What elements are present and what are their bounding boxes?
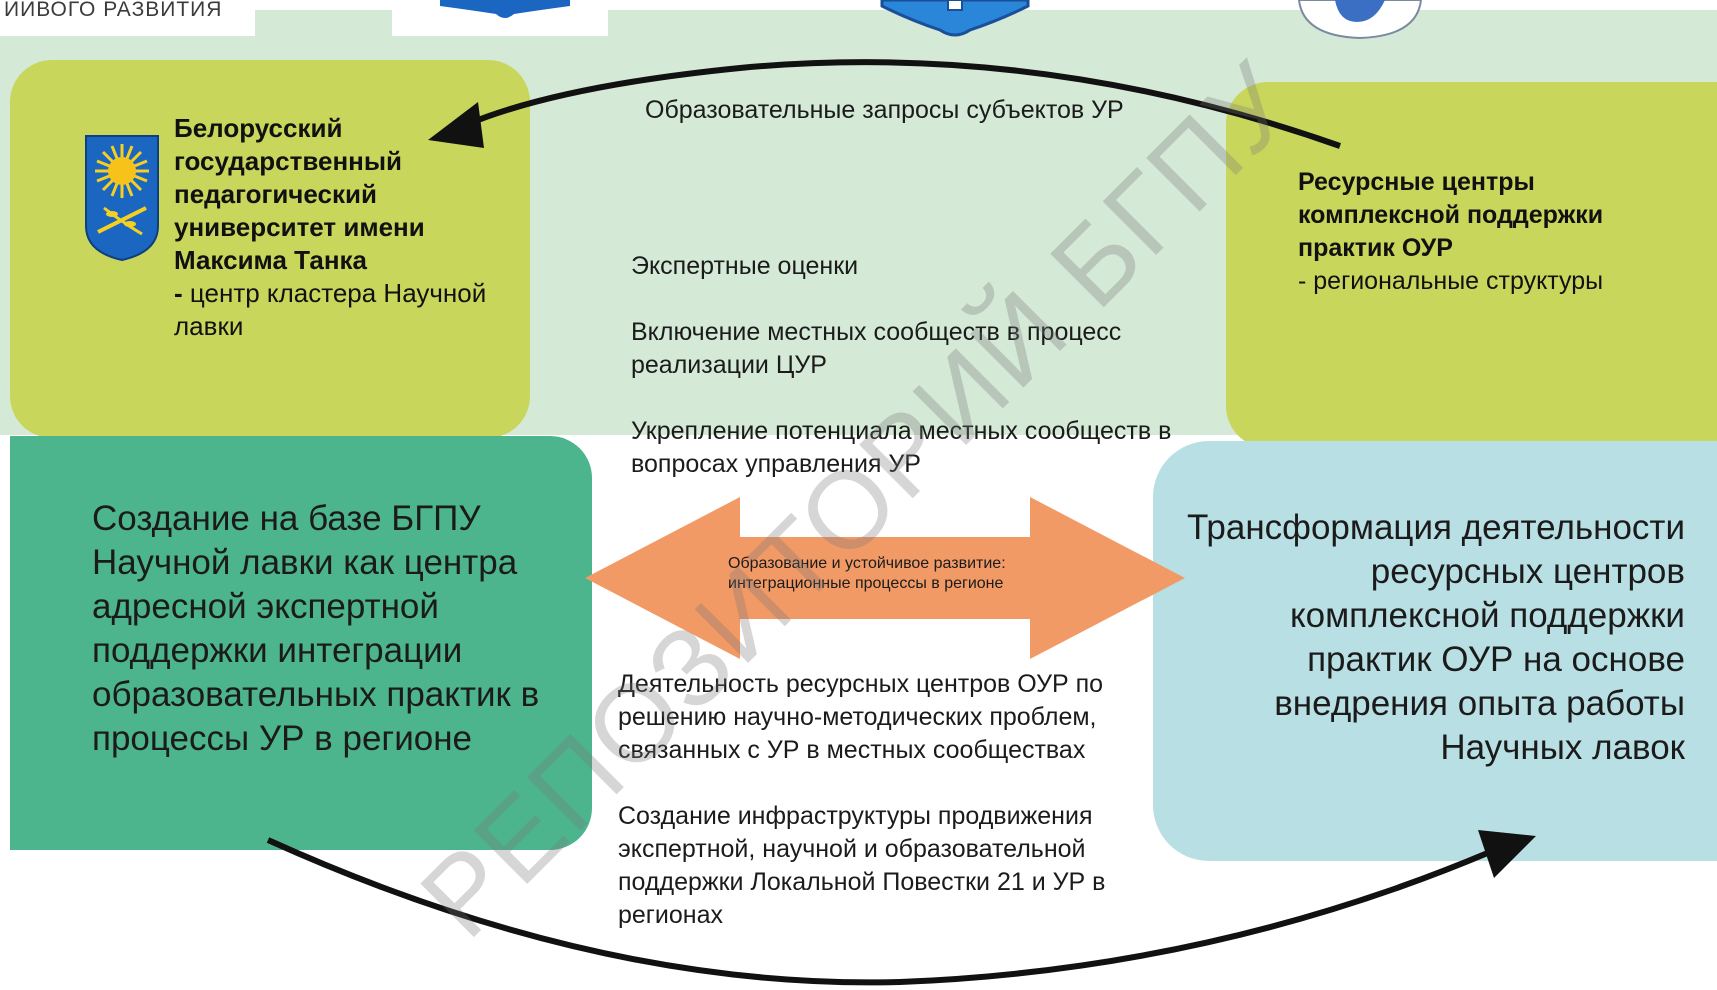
science-shop-creation-box — [10, 436, 592, 850]
bspu-name: Белорусский государственный педагогическ… — [174, 113, 425, 275]
header-title-fragment: ЙИВОГО РАЗВИТИЯ — [0, 0, 255, 36]
top-arc-label: Образовательные запросы субъектов УР — [645, 96, 1124, 124]
shield-emblem-icon — [440, 0, 570, 18]
transformation-text: Трансформация деятельности ресурсных цен… — [1186, 508, 1685, 767]
lower-item: Деятельность ресурсных центров ОУР по ре… — [618, 670, 1104, 764]
middle-item: Включение местных сообществ в процесс ре… — [631, 318, 1122, 379]
round-emblem-icon — [1297, 0, 1423, 40]
double-arrow — [585, 497, 1185, 659]
resource-centers-subtitle: - региональные структуры — [1298, 267, 1604, 295]
bspu-description: Белорусский государственный педагогическ… — [174, 112, 504, 343]
middle-item: Укрепление потенциала местных сообществ … — [631, 417, 1172, 478]
bspu-role: центр кластера Научной лавки — [174, 278, 487, 341]
shield-emblem-icon — [880, 0, 1030, 37]
resource-centers-description: Ресурсные центры комплексной поддержки п… — [1298, 166, 1698, 298]
creation-text: Создание на базе БГПУ Научной лавки как … — [92, 499, 540, 758]
bspu-dash: - — [174, 278, 183, 308]
transformation-box — [1153, 441, 1717, 861]
lower-item: Создание инфраструктуры продвижения эксп… — [618, 802, 1106, 929]
bspu-crest-icon — [85, 135, 159, 262]
double-arrow-label: Образование и устойчивое развитие: интег… — [728, 555, 1006, 592]
resource-centers-name: Ресурсные центры комплексной поддержки п… — [1298, 168, 1604, 262]
middle-item: Экспертные оценки — [631, 252, 859, 280]
